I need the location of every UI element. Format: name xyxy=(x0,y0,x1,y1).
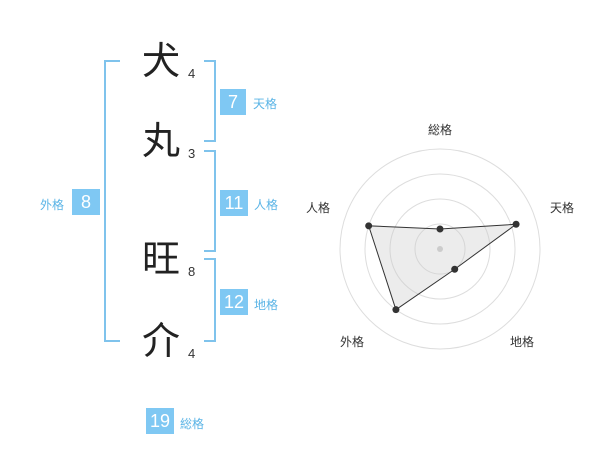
gaikaku-bracket xyxy=(104,60,120,342)
stroke-count-4: 4 xyxy=(188,346,196,361)
radar-point-2 xyxy=(451,265,459,273)
name-char-3: 旺 xyxy=(141,237,180,281)
radar-ring-3 xyxy=(364,173,516,325)
chikaku-label: 地格 xyxy=(254,298,279,312)
axis-label-soukaku: 総格 xyxy=(428,122,452,137)
stroke-count-2: 3 xyxy=(188,146,196,161)
jinkaku-label: 人格 xyxy=(254,198,279,212)
axis-label-gaikaku: 外格 xyxy=(340,334,364,349)
axis-label-jinkaku: 人格 xyxy=(306,200,330,215)
tenkaku-value: 7 xyxy=(220,89,246,115)
tenkaku-bracket xyxy=(204,60,216,142)
jinkaku-value: 11 xyxy=(220,190,248,216)
radar-point-1 xyxy=(512,220,520,228)
chikaku-bracket xyxy=(204,258,216,342)
radar-center xyxy=(437,246,443,252)
soukaku-label: 総格 xyxy=(180,417,205,431)
axis-label-tenkaku: 天格 xyxy=(550,200,574,215)
radar-chart: 総格 天格 地格 外格 人格 xyxy=(306,122,574,350)
chikaku-value: 12 xyxy=(220,289,248,315)
name-char-4: 介 xyxy=(141,319,180,363)
soukaku-value: 19 xyxy=(146,408,174,434)
radar-ring-2 xyxy=(389,198,491,300)
radar-points xyxy=(365,220,520,314)
gaikaku-label: 外格 xyxy=(40,198,65,212)
name-char-2: 丸 xyxy=(141,119,180,163)
stroke-count-3: 8 xyxy=(188,264,196,279)
stroke-count-1: 4 xyxy=(188,66,196,81)
radar-ring-1 xyxy=(414,223,466,275)
radar-area xyxy=(367,223,518,311)
tenkaku-label: 天格 xyxy=(253,97,278,111)
radar-point-3 xyxy=(392,306,400,314)
gaikaku-value: 8 xyxy=(72,189,100,215)
jinkaku-bracket xyxy=(204,150,216,252)
radar-rings xyxy=(339,148,541,350)
radar-point-0 xyxy=(436,225,444,233)
radar-ring-4 xyxy=(339,148,541,350)
name-char-1: 犬 xyxy=(141,39,180,83)
axis-label-chikaku: 地格 xyxy=(510,334,534,349)
radar-point-4 xyxy=(365,222,373,230)
